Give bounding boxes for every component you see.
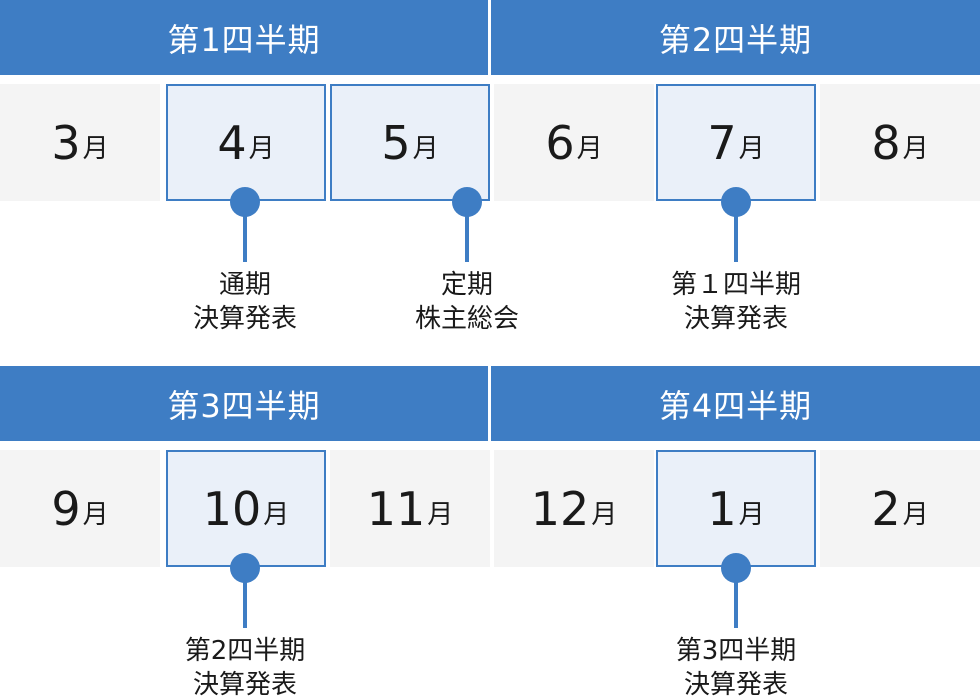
month-suffix: 月 — [263, 499, 290, 530]
month-number: 4 — [217, 115, 247, 170]
month-suffix: 月 — [591, 499, 618, 530]
event-label-line: 第3四半期 — [675, 636, 797, 666]
month-suffix: 月 — [82, 499, 109, 530]
month-suffix: 月 — [738, 133, 765, 164]
event-label-annual-results: 通期 決算発表 — [155, 268, 335, 336]
month-suffix: 月 — [738, 499, 765, 530]
event-label-line: 株主総会 — [414, 304, 519, 334]
event-label-line: 通期 — [218, 270, 271, 300]
event-label-line: 決算発表 — [683, 304, 788, 334]
month-number: 10 — [202, 481, 262, 536]
event-label-q1-results: 第１四半期 決算発表 — [646, 268, 826, 336]
quarter-header-q2: 第2四半期 — [491, 0, 980, 75]
event-connector-line — [243, 212, 247, 262]
month-number: 11 — [366, 481, 426, 536]
month-suffix: 月 — [248, 133, 275, 164]
month-suffix: 月 — [427, 499, 454, 530]
month-suffix: 月 — [576, 133, 603, 164]
event-connector-line — [734, 212, 738, 262]
event-label-q2-results: 第2四半期 決算発表 — [155, 634, 335, 700]
event-label-shareholders-meeting: 定期 株主総会 — [377, 268, 557, 336]
event-label-line: 決算発表 — [192, 670, 297, 700]
event-label-line: 第１四半期 — [670, 270, 801, 300]
month-suffix: 月 — [902, 499, 929, 530]
event-label-line: 決算発表 — [683, 670, 788, 700]
quarter-header-q3: 第3四半期 — [0, 366, 488, 441]
month-number: 7 — [707, 115, 737, 170]
event-connector-line — [243, 578, 247, 628]
quarter-header-q1: 第1四半期 — [0, 0, 488, 75]
event-label-line: 第2四半期 — [184, 636, 306, 666]
month-suffix: 月 — [902, 133, 929, 164]
month-number: 3 — [51, 115, 81, 170]
month-number: 8 — [871, 115, 901, 170]
event-connector-line — [465, 212, 469, 262]
month-suffix: 月 — [82, 133, 109, 164]
event-label-q3-results: 第3四半期 決算発表 — [646, 634, 826, 700]
month-suffix: 月 — [412, 133, 439, 164]
month-number: 5 — [381, 115, 411, 170]
month-number: 9 — [51, 481, 81, 536]
event-connector-line — [734, 578, 738, 628]
month-number: 2 — [871, 481, 901, 536]
month-number: 12 — [530, 481, 590, 536]
month-number: 1 — [707, 481, 737, 536]
event-label-line: 決算発表 — [192, 304, 297, 334]
month-number: 6 — [545, 115, 575, 170]
quarter-header-q4: 第4四半期 — [491, 366, 980, 441]
event-label-line: 定期 — [440, 270, 493, 300]
